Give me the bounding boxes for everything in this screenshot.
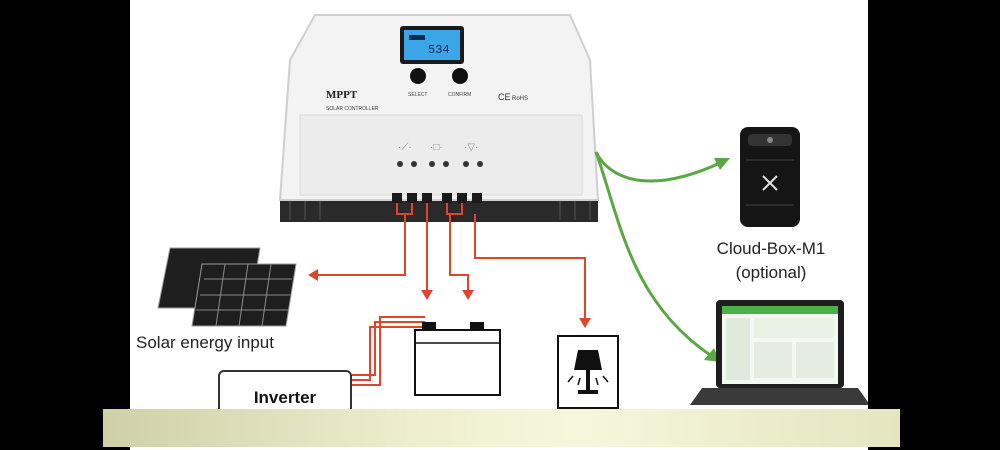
status-leds — [397, 161, 483, 167]
laptop-icon — [690, 300, 868, 405]
confirm-button[interactable] — [452, 68, 468, 84]
cloud-box-name: Cloud-Box-M1 — [716, 239, 826, 258]
inverter-label: Inverter — [253, 388, 317, 407]
battery-arrow-1 — [421, 290, 433, 300]
select-label: SELECT — [408, 92, 427, 98]
diagram-canvas: 534 SELECT CONFIRM MPPT SOLAR CONTROLLER… — [130, 0, 868, 450]
battery-arrow-2 — [462, 290, 474, 300]
cloud-box-logo-icon — [762, 175, 778, 191]
lamp-load-icon — [557, 335, 619, 409]
pv-status-icon: ·⟋· — [398, 142, 412, 153]
solar-energy-label: Solar energy input — [136, 333, 274, 352]
lcd-indicator — [409, 35, 425, 40]
load-status-icon: ·▽· — [464, 142, 478, 153]
lcd-value: 534 — [428, 43, 450, 57]
ce-mark: CE — [498, 92, 511, 102]
select-button[interactable] — [410, 68, 426, 84]
controller-lower-panel — [299, 114, 583, 196]
red-wiring — [310, 203, 586, 386]
caption-bar — [103, 409, 900, 447]
cloud-box-label: Cloud-Box-M1 (optional) — [696, 237, 846, 285]
cloud-box-note: (optional) — [735, 263, 807, 282]
solar-arrow — [308, 269, 318, 281]
red-arrowheads — [308, 269, 591, 328]
mppt-controller: 534 SELECT CONFIRM MPPT SOLAR CONTROLLER… — [278, 14, 600, 222]
diagram-drawing: 534 SELECT CONFIRM MPPT SOLAR CONTROLLER… — [157, 14, 868, 409]
cloud-arrow — [714, 158, 730, 170]
rohs-mark: RoHS — [512, 96, 528, 102]
green-links — [594, 151, 721, 357]
cloud-box-device — [740, 127, 800, 227]
battery-status-icon: ·□· — [430, 142, 443, 153]
controller-subtitle: SOLAR CONTROLLER — [326, 106, 379, 112]
controller-title: MPPT — [326, 89, 358, 101]
load-arrow — [579, 318, 591, 328]
battery-icon — [414, 322, 501, 396]
confirm-label: CONFIRM — [448, 92, 471, 98]
terminal-block — [392, 193, 482, 203]
solar-panel-icon — [157, 247, 297, 327]
